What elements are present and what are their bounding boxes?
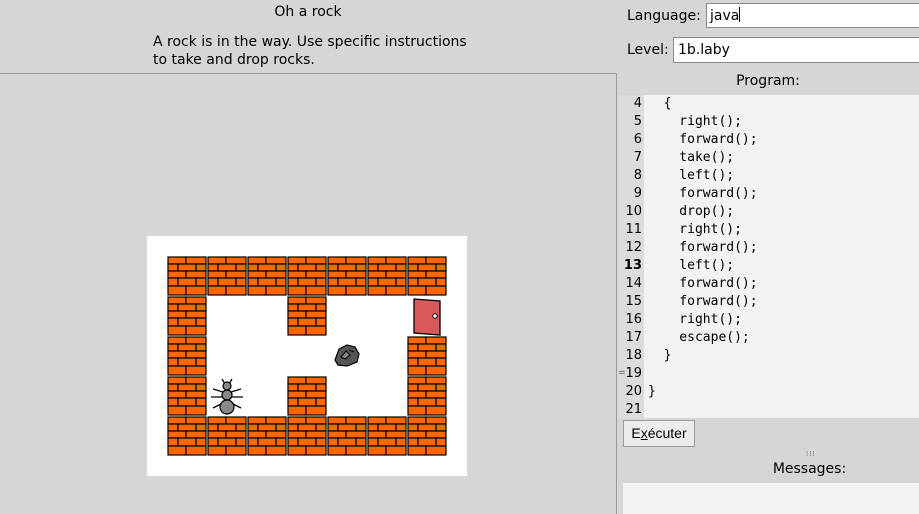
brick-wall-icon [207,416,247,456]
header-divider [0,73,616,74]
level-description-line: A rock is in the way. Use specific instr… [153,34,467,50]
code-line: forward(); [648,276,758,291]
splitter-handle-icon[interactable]: ⁞⁞⁞ [806,450,816,458]
brick-wall-icon [247,416,287,456]
level-label: Level: [627,42,669,58]
line-number: 18 [625,348,642,363]
code-line: left(); [648,168,735,183]
brick-wall-icon [407,376,447,416]
code-line: } [648,348,672,363]
line-number: 17 [625,330,642,345]
code-line: forward(); [648,240,758,255]
maze-board [147,236,467,476]
level-title: Oh a rock [274,4,342,20]
line-number: 7 [633,150,642,165]
code-line: right(); [648,312,742,327]
messages-output [623,483,919,514]
text-caret [739,7,741,22]
brick-wall-icon [407,256,447,296]
language-input[interactable]: java [706,3,919,28]
brick-wall-icon [167,256,207,296]
language-value: java [710,8,740,24]
brick-wall-icon [367,256,407,296]
brick-wall-icon [407,416,447,456]
line-number: 21 [625,402,642,417]
panel-divider [616,73,617,514]
brick-wall-icon [167,336,207,376]
code-line: escape(); [648,330,750,345]
brick-wall-icon [287,296,327,336]
line-number-gutter: 4 5 6 7 8 9 10 11 12 13 14 15 16 17 18 19 20 21 [618,95,644,418]
line-number: 9 [633,186,642,201]
line-number: 14 [625,276,642,291]
line-number: 5 [633,114,642,129]
level-description: A rock is in the way. Use specific instr… [153,33,483,69]
brick-wall-icon [247,256,287,296]
rock-icon [327,336,367,376]
code-line: drop(); [648,204,735,219]
line-number: 6 [633,132,642,147]
brick-wall-icon [327,256,367,296]
code-line: take(); [648,150,735,165]
line-number: 4 [633,96,642,111]
line-number: 19 [625,366,642,381]
code-line: { [648,96,672,111]
code-line: right(); [648,222,742,237]
ant-icon [207,376,247,416]
messages-label: Messages: [772,461,847,477]
program-editor[interactable]: 4 5 6 7 8 9 10 11 12 13 14 15 16 17 18 19 20 21 { right()… [618,95,919,418]
brick-wall-icon [287,256,327,296]
brick-wall-icon [167,296,207,336]
line-number: 10 [625,204,642,219]
line-number: 16 [625,312,642,327]
brick-wall-icon [167,376,207,416]
line-number: 8 [633,168,642,183]
exit-door-icon [407,296,447,336]
line-number: 12 [625,240,642,255]
level-field[interactable]: 1b.laby [673,37,919,63]
fold-marker-icon: = [618,368,626,378]
brick-wall-icon [407,336,447,376]
brick-wall-icon [327,416,367,456]
line-number: 11 [625,222,642,237]
code-line: forward(); [648,132,758,147]
level-description-line: to take and drop rocks. [153,52,315,68]
brick-wall-icon [167,416,207,456]
code-line: forward(); [648,294,758,309]
run-button-label: Exécuter [631,425,687,441]
code-line: right(); [648,114,742,129]
program-label: Program: [736,73,800,89]
brick-wall-icon [367,416,407,456]
run-button[interactable]: Exécuter [623,420,695,447]
code-line: } [648,384,656,399]
brick-wall-icon [287,376,327,416]
line-number: 13 [623,258,642,273]
line-number: 15 [625,294,642,309]
brick-wall-icon [207,256,247,296]
code-line: forward(); [648,186,758,201]
code-line: left(); [648,258,735,273]
line-number: 20 [625,384,642,399]
level-header: Oh a rock A rock is in the way. Use spec… [0,0,616,73]
language-label: Language: [627,8,701,24]
brick-wall-icon [287,416,327,456]
